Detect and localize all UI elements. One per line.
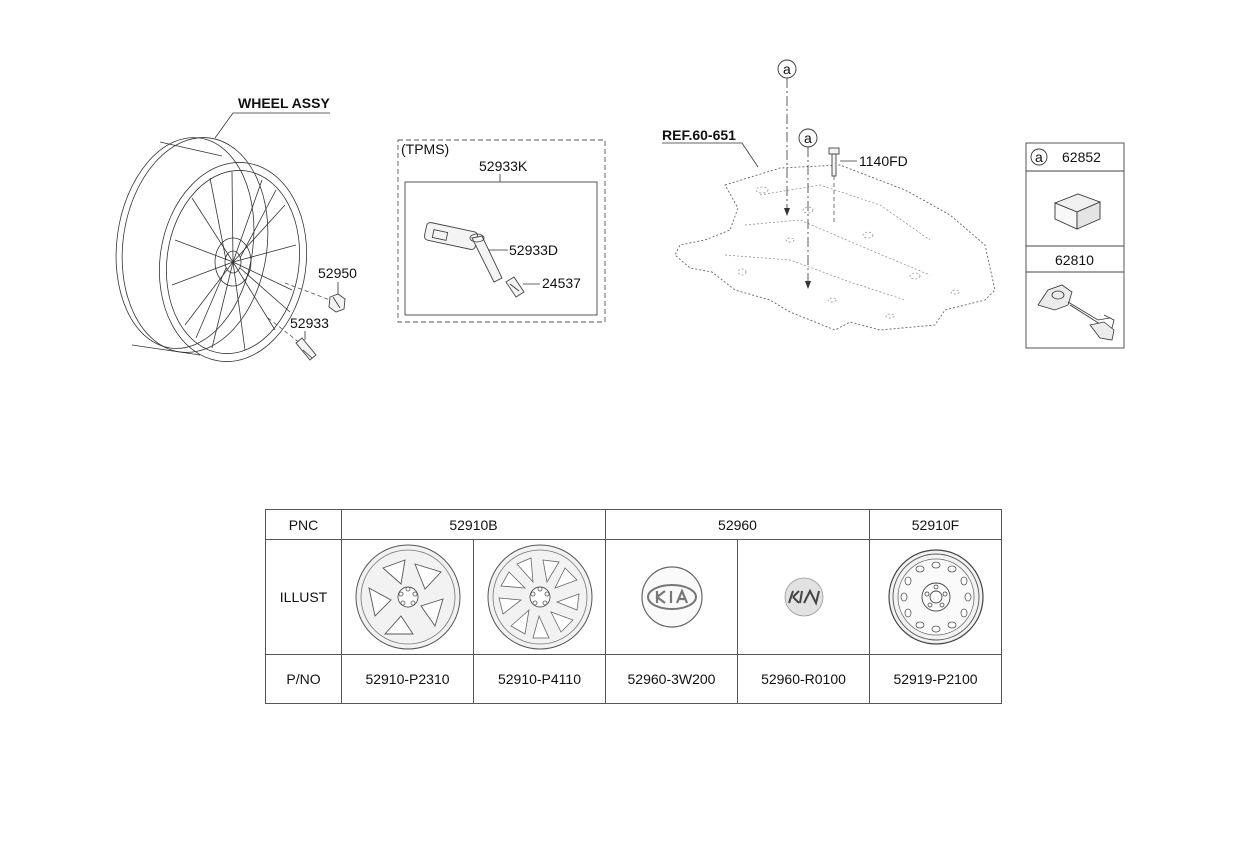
wheel-assy-illustration <box>115 137 308 362</box>
part-number-3: 52960-3W200 <box>605 654 738 704</box>
illust-cell-3 <box>605 539 738 655</box>
ref-leader <box>662 142 759 168</box>
legend-box <box>1025 142 1125 349</box>
valve-cap-label: 24537 <box>542 275 581 291</box>
tpms-group-label: (TPMS) <box>401 141 449 157</box>
legend-part-1-label: 62852 <box>1062 149 1101 165</box>
ref-circle-top-letter: a <box>783 61 791 77</box>
wheel-cover-5-spoke-icon <box>355 544 460 650</box>
pno-header: P/NO <box>265 654 342 704</box>
illust-cell-5 <box>869 539 1002 655</box>
wheel-cover-10-spoke-icon <box>487 544 592 650</box>
kia-emblem-old-icon <box>640 566 703 628</box>
pno-row: P/NO 52910-P2310 52910-P4110 52960-3W200… <box>265 654 1002 704</box>
foam-block-icon <box>1053 193 1102 230</box>
pnc-header: PNC <box>265 509 342 540</box>
part-number-1: 52910-P2310 <box>341 654 474 704</box>
part-number-5: 52919-P2100 <box>869 654 1002 704</box>
part-number-4: 52960-R0100 <box>737 654 870 704</box>
illust-header: ILLUST <box>265 539 342 655</box>
part-number-2: 52910-P4110 <box>473 654 606 704</box>
bolt-1140fd-label: 1140FD <box>859 153 908 169</box>
valve-cap-icon <box>505 276 525 298</box>
parts-table: PNC 52910B 52960 52910F ILLUST <box>265 509 1002 704</box>
tpms-sensor-label: 52933D <box>509 242 558 258</box>
legend-circle-letter: a <box>1035 149 1043 165</box>
jack-bracket-icon <box>1037 284 1115 341</box>
floor-panel-illustration <box>674 164 996 331</box>
bolt-label: 52933 <box>290 315 329 331</box>
illust-row: ILLUST <box>265 539 1002 655</box>
wheel-nut-icon <box>328 293 346 313</box>
illust-cell-2 <box>473 539 606 655</box>
legend-part-2-label: 62810 <box>1055 252 1094 268</box>
kia-emblem-new-icon <box>784 577 823 617</box>
pnc-group-1: 52910B <box>341 509 606 540</box>
pnc-group-3: 52910F <box>869 509 1002 540</box>
nut-label: 52950 <box>318 265 357 281</box>
tpms-kit-label: 52933K <box>479 158 528 174</box>
steel-spare-wheel-icon <box>887 549 984 645</box>
wheel-bolt-icon <box>295 337 317 361</box>
tpms-group-box <box>397 139 606 323</box>
legend-circle <box>1030 148 1048 166</box>
wheel-assy-leader <box>214 112 330 139</box>
illust-cell-4 <box>737 539 870 655</box>
nut-axis <box>284 282 331 301</box>
wheel-assy-label: WHEEL ASSY <box>238 95 330 111</box>
pnc-group-2: 52960 <box>605 509 870 540</box>
illust-cell-1 <box>341 539 474 655</box>
tpms-sensor-icon <box>423 222 503 283</box>
ref-label: REF.60-651 <box>662 127 736 143</box>
pnc-row: PNC 52910B 52960 52910F <box>265 509 1002 540</box>
ref-circle-mid-letter: a <box>804 130 812 146</box>
tpms-kit-box <box>404 181 598 316</box>
